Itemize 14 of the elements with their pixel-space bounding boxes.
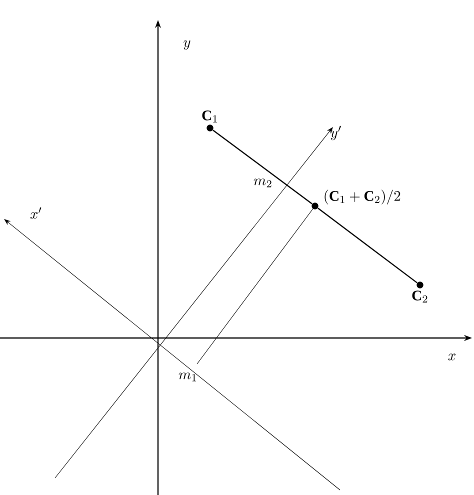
axis-label: $m_1$ bbox=[178, 372, 196, 382]
axis-label: $x'$ bbox=[30, 207, 42, 219]
point: $\mathbf{C}_1$ bbox=[202, 110, 217, 132]
node-label: $\mathbf{C}_2$ bbox=[412, 290, 428, 302]
node-label: $\mathbf{C}_1$ bbox=[202, 110, 217, 122]
point: $(\mathbf{C}_1+\mathbf{C}_2)/2$ bbox=[312, 190, 400, 210]
axis-label: $x$ bbox=[448, 354, 456, 360]
node-label: $(\mathbf{C}_1+\mathbf{C}_2)/2$ bbox=[324, 190, 400, 204]
point: $\mathbf{C}_2$ bbox=[412, 282, 428, 302]
axis-label: $y'$ bbox=[330, 126, 341, 140]
line-segment bbox=[212, 130, 312, 204]
axis-label: $m_2$ bbox=[254, 178, 272, 188]
axis-label: $y$ bbox=[184, 40, 190, 50]
line-segment bbox=[318, 208, 418, 284]
